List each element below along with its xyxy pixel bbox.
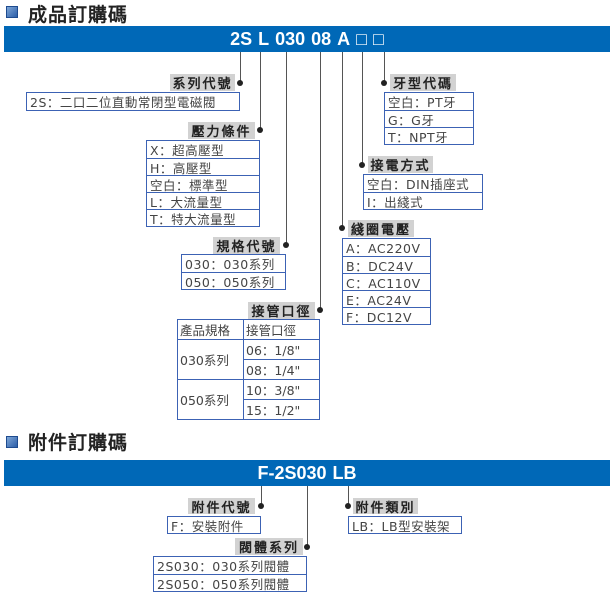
thread-options: 空白：PT牙 G：G牙 T：NPT牙 xyxy=(384,92,474,145)
code-voltage: A xyxy=(337,28,351,49)
port-series: 030系列 xyxy=(177,339,244,380)
spec-options: 030：030系列 050：050系列 xyxy=(181,254,286,290)
accessory-code-bar: F-2S030 LB xyxy=(4,460,610,486)
connector-dot xyxy=(304,544,310,550)
accessory-code-options: F：安裝附件 xyxy=(167,516,261,534)
voltage-option: B：DC24V xyxy=(343,256,430,273)
voltage-option: E：AC24V xyxy=(343,290,430,307)
connector-line xyxy=(362,52,363,165)
port-size: 08：1/4" xyxy=(243,359,320,380)
accessory-code-option: F：安裝附件 xyxy=(171,518,244,534)
code-port: 08 xyxy=(311,28,332,49)
code-pressure: L xyxy=(258,28,270,49)
connector-line xyxy=(260,52,261,130)
wiring-label: 接電方式 xyxy=(368,156,433,174)
valve-body-label: 閥體系列 xyxy=(235,538,303,556)
pressure-option: 空白：標準型 xyxy=(147,175,259,192)
connector-dot xyxy=(359,162,365,168)
voltage-option: F：DC12V xyxy=(343,307,430,324)
connector-dot xyxy=(317,307,323,313)
port-size: 10：3/8" xyxy=(243,379,320,400)
pressure-option: H：高壓型 xyxy=(147,158,259,175)
pressure-option: L：大流量型 xyxy=(147,192,259,209)
spec-label: 規格代號 xyxy=(213,237,280,255)
thread-option: G：G牙 xyxy=(385,110,473,127)
port-header-size: 接管口徑 xyxy=(243,319,320,340)
port-size: 15：1/2" xyxy=(243,399,320,420)
connector-line xyxy=(348,486,349,506)
spec-option: 050：050系列 xyxy=(182,272,285,289)
valve-body-options: 2S030：030系列閥體 2S050：050系列閥體 xyxy=(153,556,307,592)
port-series: 050系列 xyxy=(177,379,244,420)
accessory-section-title: 附件訂購碼 xyxy=(28,432,129,454)
product-code-bar: 2S L 030 08 A □ □ xyxy=(4,26,610,52)
port-label: 接管口徑 xyxy=(248,302,315,320)
code-accessory-body: F-2S030 xyxy=(257,462,327,483)
wiring-options: 空白：DIN插座式 I：出綫式 xyxy=(363,174,483,210)
connector-line xyxy=(307,486,308,547)
wiring-option: 空白：DIN插座式 xyxy=(367,177,470,192)
connector-dot xyxy=(345,503,351,509)
code-accessory-type: LB xyxy=(332,462,357,483)
port-size: 06：1/8" xyxy=(243,339,320,360)
connector-line xyxy=(261,486,262,506)
connector-dot xyxy=(237,80,243,86)
series-option: 2S：二口二位直動常閉型電磁閥 xyxy=(30,95,216,110)
section-bullet-icon xyxy=(6,436,18,448)
pressure-options: X：超高壓型 H：高壓型 空白：標準型 L：大流量型 T：特大流量型 xyxy=(146,140,260,227)
connector-dot xyxy=(258,503,264,509)
connector-dot xyxy=(257,127,263,133)
voltage-options: A：AC220V B：DC24V C：AC110V E：AC24V F：DC12… xyxy=(342,238,431,325)
spec-option: 030：030系列 xyxy=(185,257,275,272)
connector-line xyxy=(320,52,321,310)
section-bullet-icon xyxy=(6,6,18,18)
accessory-code-label: 附件代號 xyxy=(188,498,255,516)
connector-line xyxy=(286,52,287,245)
voltage-option: A：AC220V xyxy=(346,241,421,256)
series-options: 2S：二口二位直動常閉型電磁閥 xyxy=(26,92,240,111)
port-header-spec: 產品規格 xyxy=(177,319,244,340)
pressure-option: X：超高壓型 xyxy=(150,143,225,158)
connector-dot xyxy=(339,225,345,231)
thread-option: T：NPT牙 xyxy=(385,127,473,144)
connector-dot xyxy=(381,80,387,86)
pressure-label: 壓力條件 xyxy=(188,122,255,140)
code-thread: □ xyxy=(373,28,384,49)
port-table: 產品規格 接管口徑 030系列 06：1/8" 08：1/4" 050系列 10… xyxy=(177,319,320,420)
code-spec: 030 xyxy=(275,28,306,49)
thread-option: 空白：PT牙 xyxy=(388,95,457,110)
accessory-type-option: LB：LB型安裝架 xyxy=(352,518,451,534)
valve-body-option: 2S030：030系列閥體 xyxy=(157,559,290,574)
valve-body-option: 2S050：050系列閥體 xyxy=(154,574,306,591)
series-label: 系列代號 xyxy=(170,74,235,92)
connector-dot xyxy=(283,242,289,248)
code-wiring: □ xyxy=(356,28,368,49)
connector-line xyxy=(342,52,343,228)
connector-line xyxy=(384,52,385,83)
wiring-option: I：出綫式 xyxy=(364,192,482,209)
voltage-option: C：AC110V xyxy=(343,273,430,290)
accessory-type-options: LB：LB型安裝架 xyxy=(348,516,462,534)
thread-label: 牙型代碼 xyxy=(390,74,456,92)
voltage-label: 綫圈電壓 xyxy=(348,220,414,238)
pressure-option: T：特大流量型 xyxy=(147,209,259,226)
connector-line xyxy=(240,52,241,83)
accessory-type-label: 附件類別 xyxy=(353,498,418,516)
code-series: 2S xyxy=(230,28,253,49)
product-section-title: 成品訂購碼 xyxy=(28,4,129,26)
